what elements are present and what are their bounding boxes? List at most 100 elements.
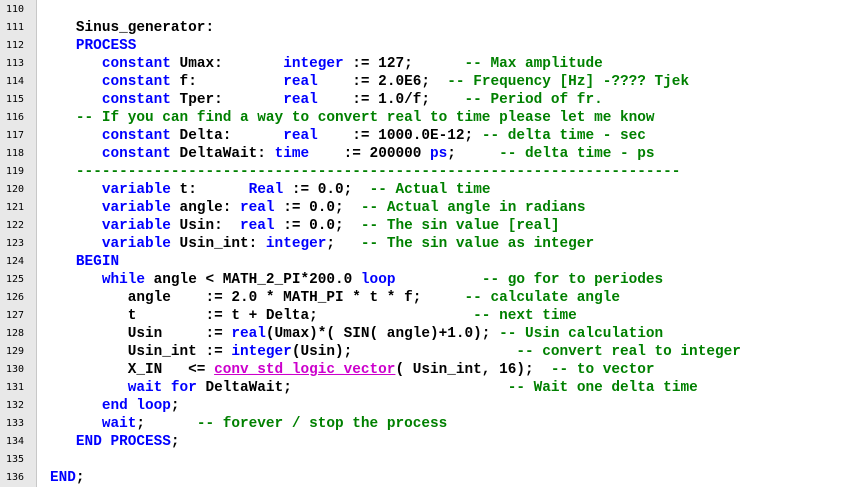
keyword-token: PROCESS (50, 38, 137, 54)
line-number: 134 (6, 436, 25, 447)
keyword-token: real (283, 74, 318, 90)
code-line[interactable]: 130 X_IN <= conv_std_logic_vector( Usin_… (0, 361, 855, 379)
code-line[interactable]: 119 ------------------------------------… (0, 163, 855, 181)
comment-token: -- forever / stop the process (196, 416, 448, 432)
code-token: ; (75, 470, 85, 486)
code-token: Umax: (170, 56, 284, 72)
code-line[interactable]: 112 PROCESS (0, 37, 855, 55)
code-line[interactable]: 121 variable angle: real := 0.0; -- Actu… (0, 199, 855, 217)
line-number: 132 (6, 400, 25, 411)
code-line[interactable]: 135 (0, 451, 855, 469)
code-text[interactable]: constant Umax: integer := 127; -- Max am… (50, 55, 603, 73)
code-line[interactable]: 110 (0, 1, 855, 19)
code-line[interactable]: 116 -- If you can find a way to convert … (0, 109, 855, 127)
code-line[interactable]: 122 variable Usin: real := 0.0; -- The s… (0, 217, 855, 235)
code-text[interactable]: END; (50, 469, 85, 487)
code-line[interactable]: 117 constant Delta: real := 1000.0E-12; … (0, 127, 855, 145)
code-line[interactable]: 132 end loop; (0, 397, 855, 415)
code-token (50, 416, 102, 432)
line-number: 119 (6, 166, 25, 177)
line-number: 130 (6, 364, 25, 375)
comment-token: -- The sin value [real] (360, 218, 560, 234)
keyword-token: constant (101, 56, 171, 72)
code-token: ( Usin_int, 16); (395, 362, 551, 378)
code-text[interactable]: constant Tper: real := 1.0/f; -- Period … (50, 91, 603, 109)
code-line[interactable]: 120 variable t: Real := 0.0; -- Actual t… (0, 181, 855, 199)
code-text[interactable]: Usin := real(Umax)*( SIN( angle)+1.0); -… (50, 325, 663, 343)
code-line[interactable]: 111 Sinus_generator: (0, 19, 855, 37)
keyword-token: constant (101, 146, 171, 162)
code-line[interactable]: 113 constant Umax: integer := 127; -- Ma… (0, 55, 855, 73)
keyword-token: loop (360, 272, 396, 288)
code-text[interactable]: ----------------------------------------… (50, 163, 681, 181)
code-line[interactable]: 127 t := t + Delta; -- next time (0, 307, 855, 325)
line-number: 121 (6, 202, 25, 213)
code-line[interactable]: 124 BEGIN (0, 253, 855, 271)
comment-token: -- Period of fr. (464, 92, 603, 108)
line-number: 112 (6, 40, 25, 51)
keyword-token: END (50, 470, 76, 486)
comment-token: -- calculate angle (464, 290, 620, 306)
code-token: f: (170, 74, 284, 90)
keyword-token: wait (101, 416, 137, 432)
code-line[interactable]: 129 Usin_int := integer(Usin); -- conver… (0, 343, 855, 361)
comment-token: -- Actual time (369, 182, 491, 198)
code-token (50, 92, 102, 108)
code-text[interactable]: Sinus_generator: (50, 19, 214, 37)
code-line[interactable]: 114 constant f: real := 2.0E6; -- Freque… (0, 73, 855, 91)
code-text[interactable]: variable Usin: real := 0.0; -- The sin v… (50, 217, 560, 235)
line-number: 124 (6, 256, 25, 267)
code-token: angle < MATH_2_PI*200.0 (145, 272, 361, 288)
code-text[interactable]: variable angle: real := 0.0; -- Actual a… (50, 199, 586, 217)
keyword-token: real (240, 218, 275, 234)
code-line[interactable]: 126 angle := 2.0 * MATH_PI * t * f; -- c… (0, 289, 855, 307)
code-text[interactable]: PROCESS (50, 37, 136, 55)
line-number: 122 (6, 220, 25, 231)
code-token: ; (136, 416, 197, 432)
code-line[interactable]: 128 Usin := real(Umax)*( SIN( angle)+1.0… (0, 325, 855, 343)
code-text[interactable]: -- If you can find a way to convert real… (50, 109, 655, 127)
code-text[interactable]: variable Usin_int: integer; -- The sin v… (50, 235, 594, 253)
code-text[interactable]: Usin_int := integer(Usin); -- convert re… (50, 343, 741, 361)
code-token (162, 380, 171, 396)
code-line[interactable]: 118 constant DeltaWait: time := 200000 p… (0, 145, 855, 163)
line-number: 111 (6, 22, 25, 33)
code-token: (Usin); (291, 344, 517, 360)
code-token (50, 182, 102, 198)
code-line[interactable]: 123 variable Usin_int: integer; -- The s… (0, 235, 855, 253)
code-line[interactable]: 115 constant Tper: real := 1.0/f; -- Per… (0, 91, 855, 109)
code-token: := 2.0E6; (317, 74, 448, 90)
line-number: 117 (6, 130, 25, 141)
code-text[interactable]: constant f: real := 2.0E6; -- Frequency … (50, 73, 689, 91)
code-text[interactable]: constant Delta: real := 1000.0E-12; -- d… (50, 127, 646, 145)
code-line[interactable]: 134 END PROCESS; (0, 433, 855, 451)
line-number: 115 (6, 94, 25, 105)
code-text[interactable]: end loop; (50, 397, 180, 415)
code-token: (Umax)*( SIN( angle)+1.0); (265, 326, 500, 342)
code-token: ; (326, 236, 361, 252)
code-text[interactable]: angle := 2.0 * MATH_PI * t * f; -- calcu… (50, 289, 620, 307)
code-text[interactable]: while angle < MATH_2_PI*200.0 loop -- go… (50, 271, 663, 289)
code-text[interactable]: t := t + Delta; -- next time (50, 307, 577, 325)
keyword-token: END PROCESS (75, 434, 171, 450)
keyword-token: constant (101, 74, 171, 90)
keyword-token: Real (248, 182, 284, 198)
code-text[interactable]: END PROCESS; (50, 433, 180, 451)
keyword-token: wait (127, 380, 163, 396)
line-number: 118 (6, 148, 25, 159)
code-token: Usin_int: (170, 236, 266, 252)
code-text[interactable]: BEGIN (50, 253, 119, 271)
code-line[interactable]: 133 wait; -- forever / stop the process (0, 415, 855, 433)
code-text[interactable]: variable t: Real := 0.0; -- Actual time (50, 181, 491, 199)
code-text[interactable]: X_IN <= conv_std_logic_vector( Usin_int,… (50, 361, 655, 379)
code-line[interactable]: 125 while angle < MATH_2_PI*200.0 loop -… (0, 271, 855, 289)
code-text[interactable]: constant DeltaWait: time := 200000 ps; -… (50, 145, 655, 163)
comment-token: -- delta time - ps (499, 146, 655, 162)
code-text[interactable]: wait for DeltaWait; -- Wait one delta ti… (50, 379, 698, 397)
keyword-token: end loop (101, 398, 171, 414)
code-line[interactable]: 131 wait for DeltaWait; -- Wait one delt… (0, 379, 855, 397)
code-text[interactable]: wait; -- forever / stop the process (50, 415, 447, 433)
